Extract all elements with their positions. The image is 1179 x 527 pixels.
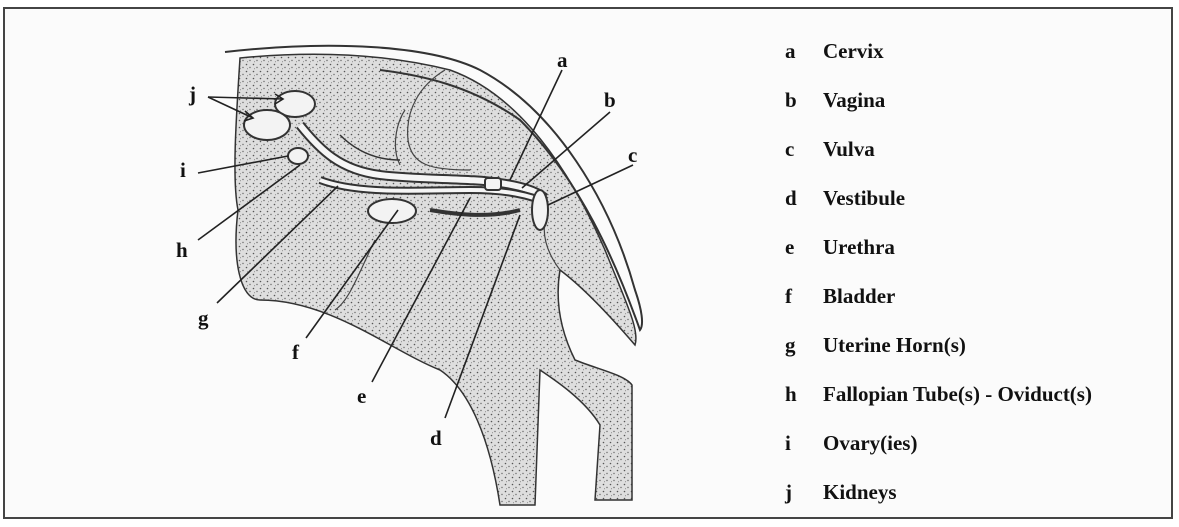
anatomy-illustration [0, 0, 760, 527]
legend-letter: j [785, 480, 792, 505]
callout-g: g [198, 308, 209, 329]
callout-c: c [628, 145, 637, 166]
ovary [288, 148, 308, 164]
legend-letter: e [785, 235, 794, 260]
callout-d: d [430, 428, 442, 449]
callout-e: e [357, 386, 366, 407]
legend-label: Vagina [823, 88, 885, 113]
legend-letter: b [785, 88, 797, 113]
legend-label: Ovary(ies) [823, 431, 917, 456]
legend-letter: h [785, 382, 797, 407]
legend-label: Vestibule [823, 186, 905, 211]
legend-label: Kidneys [823, 480, 897, 505]
legend-label: Vulva [823, 137, 875, 162]
legend-letter: g [785, 333, 796, 358]
vulva [532, 190, 548, 230]
cervix [485, 178, 501, 190]
legend-letter: f [785, 284, 792, 309]
legend-letter: c [785, 137, 794, 162]
anatomy-diagram: a b c d e f g h i j [0, 0, 760, 527]
legend-letter: a [785, 39, 796, 64]
callout-i: i [180, 160, 186, 181]
legend-label: Bladder [823, 284, 895, 309]
legend-label: Uterine Horn(s) [823, 333, 966, 358]
callout-b: b [604, 90, 616, 111]
callout-h: h [176, 240, 188, 261]
callout-a: a [557, 50, 568, 71]
legend-label: Urethra [823, 235, 895, 260]
callout-f: f [292, 342, 299, 363]
legend-letter: d [785, 186, 797, 211]
callout-j: j [189, 84, 196, 105]
legend-letter: i [785, 431, 791, 456]
legend-label: Fallopian Tube(s) - Oviduct(s) [823, 382, 1092, 407]
kidney-lower [244, 110, 290, 140]
legend-label: Cervix [823, 39, 884, 64]
